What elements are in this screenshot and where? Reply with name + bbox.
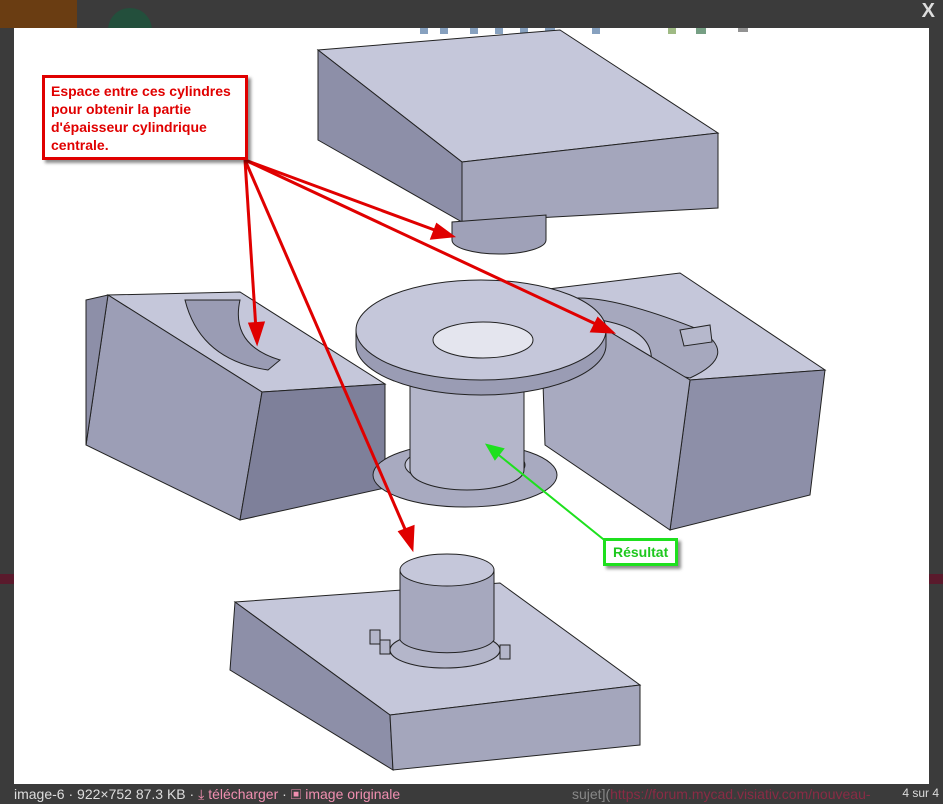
separator: ·: [64, 786, 78, 802]
result-part: [355, 279, 607, 508]
annotation-red: Espace entre ces cylindres pour obtenir …: [42, 75, 248, 160]
background-divider-right: [929, 574, 943, 584]
image-caption: image-6 · 922×752 87.3 KB · ⤓ télécharge…: [14, 786, 400, 803]
green-arrow: [484, 443, 609, 544]
top-mold-block: [316, 29, 720, 255]
background-post-link: sujet](https://forum.mycad.visiativ.com/…: [572, 786, 871, 802]
download-link[interactable]: ⤓ télécharger: [198, 786, 278, 802]
separator: ·: [185, 786, 199, 802]
background-divider: [0, 574, 14, 584]
close-button[interactable]: X: [921, 0, 935, 22]
annotation-green: Résultat: [603, 538, 679, 566]
link-prefix: sujet](: [572, 786, 611, 802]
image-counter: 4 sur 4: [902, 786, 939, 800]
image-icon: ▣: [290, 786, 302, 802]
toolbar-icons: [420, 28, 748, 34]
download-label: télécharger: [208, 786, 279, 802]
link-url: https://forum.mycad.visiativ.com/nouveau…: [610, 786, 871, 802]
background-logo: [0, 0, 77, 28]
download-icon: ⤓: [198, 786, 205, 802]
left-mold-block: [85, 291, 387, 521]
original-image-link[interactable]: ▣ image originale: [291, 786, 401, 802]
original-image-label: image originale: [305, 786, 401, 802]
image-filename: image-6: [14, 786, 65, 802]
red-arrows: [243, 158, 617, 553]
separator: ·: [278, 786, 291, 802]
image-meta: 922×752 87.3 KB: [77, 786, 186, 802]
bottom-mold-block: [229, 553, 642, 771]
